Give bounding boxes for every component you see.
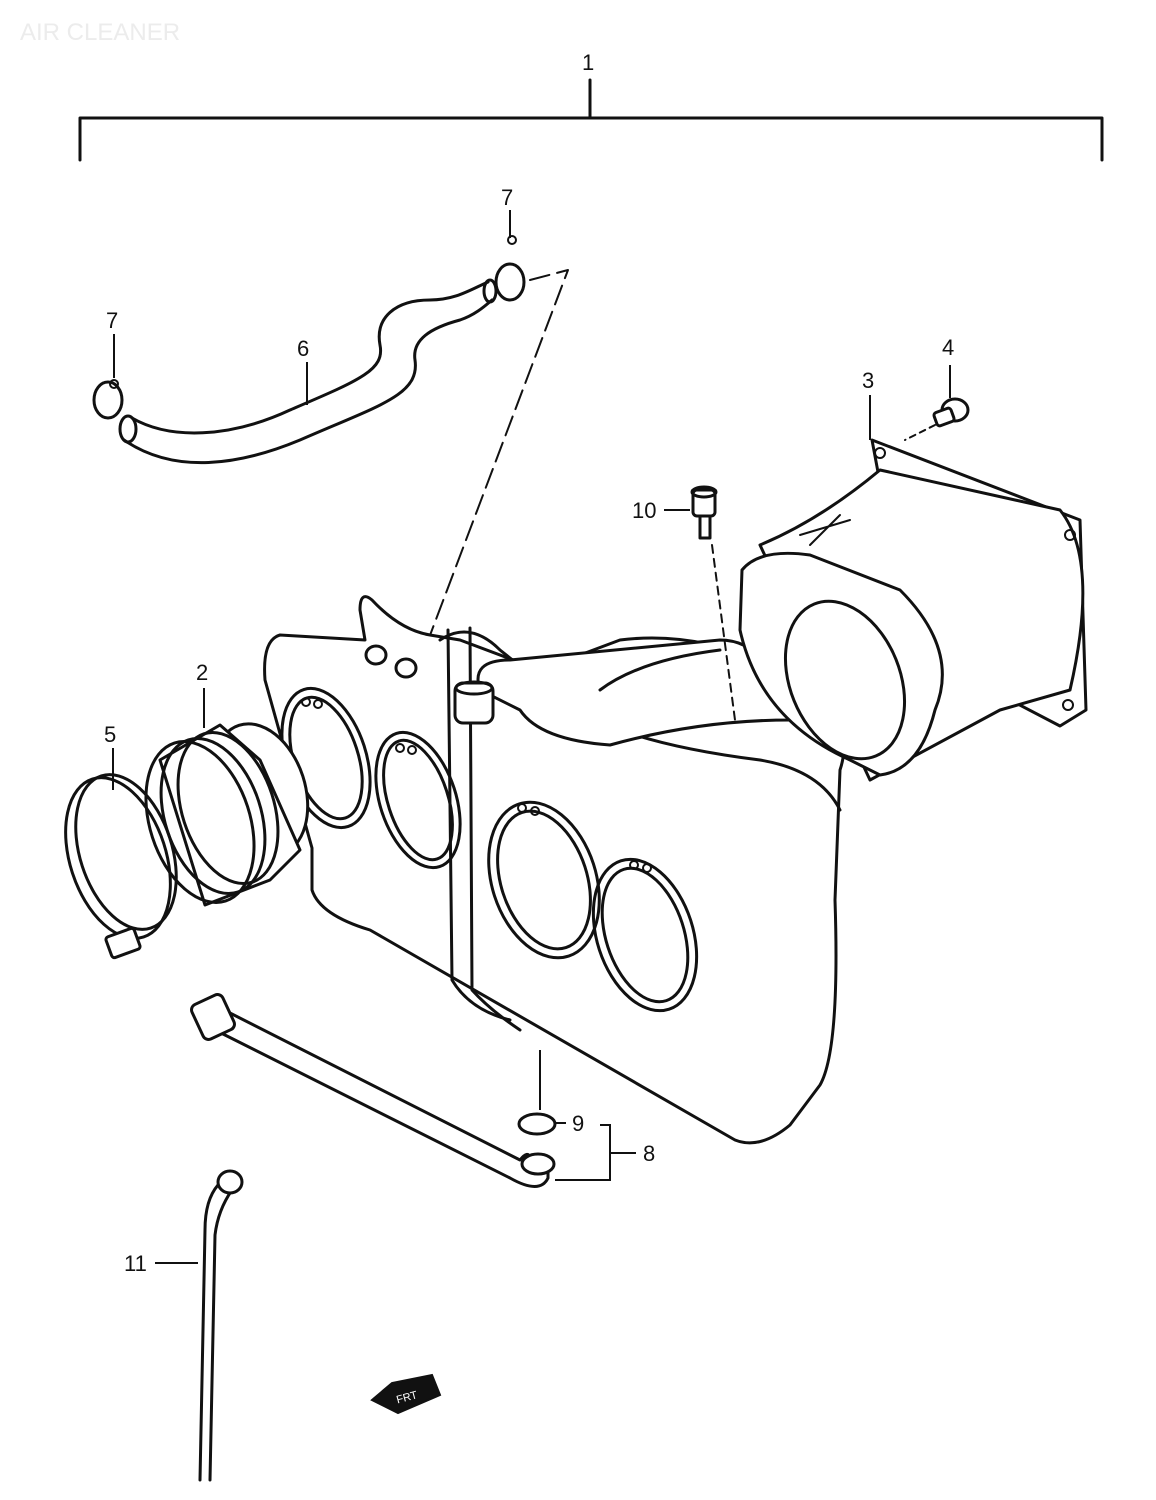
part-10-bolt xyxy=(664,485,736,721)
callout-9: 9 xyxy=(572,1111,584,1136)
part-9-clip xyxy=(517,1112,566,1136)
watermark-title: AIR CLEANER xyxy=(20,19,180,46)
callout-8: 8 xyxy=(643,1141,655,1166)
callout-2: 2 xyxy=(196,660,208,685)
part-7-hose-clamp-right xyxy=(494,210,526,302)
front-arrow-label: FRT xyxy=(395,1389,419,1406)
part-7-hose-clamp-left xyxy=(92,334,124,420)
callout-4: 4 xyxy=(942,335,954,360)
part-4-screw xyxy=(904,365,970,441)
routing-line xyxy=(397,269,569,721)
part-8-drain-tube xyxy=(190,993,636,1188)
part-5-clamp-band xyxy=(64,748,178,960)
callout-5: 5 xyxy=(104,722,116,747)
callout-10: 10 xyxy=(632,498,656,523)
part-3-filter-element xyxy=(738,395,1088,782)
part-6-breather-hose xyxy=(118,278,498,465)
callout-1: 1 xyxy=(582,50,594,75)
assembly-bracket xyxy=(78,78,1104,162)
air-cleaner-case xyxy=(263,595,846,1145)
part-11-rod xyxy=(155,1169,244,1482)
callout-6: 6 xyxy=(297,336,309,361)
callout-7-right: 7 xyxy=(501,185,513,210)
callout-11: 11 xyxy=(124,1251,147,1276)
part-2-intake-boot xyxy=(144,688,310,907)
callout-3: 3 xyxy=(862,368,874,393)
front-arrow-badge: FRT xyxy=(370,1373,442,1415)
callout-7-left: 7 xyxy=(106,308,118,333)
